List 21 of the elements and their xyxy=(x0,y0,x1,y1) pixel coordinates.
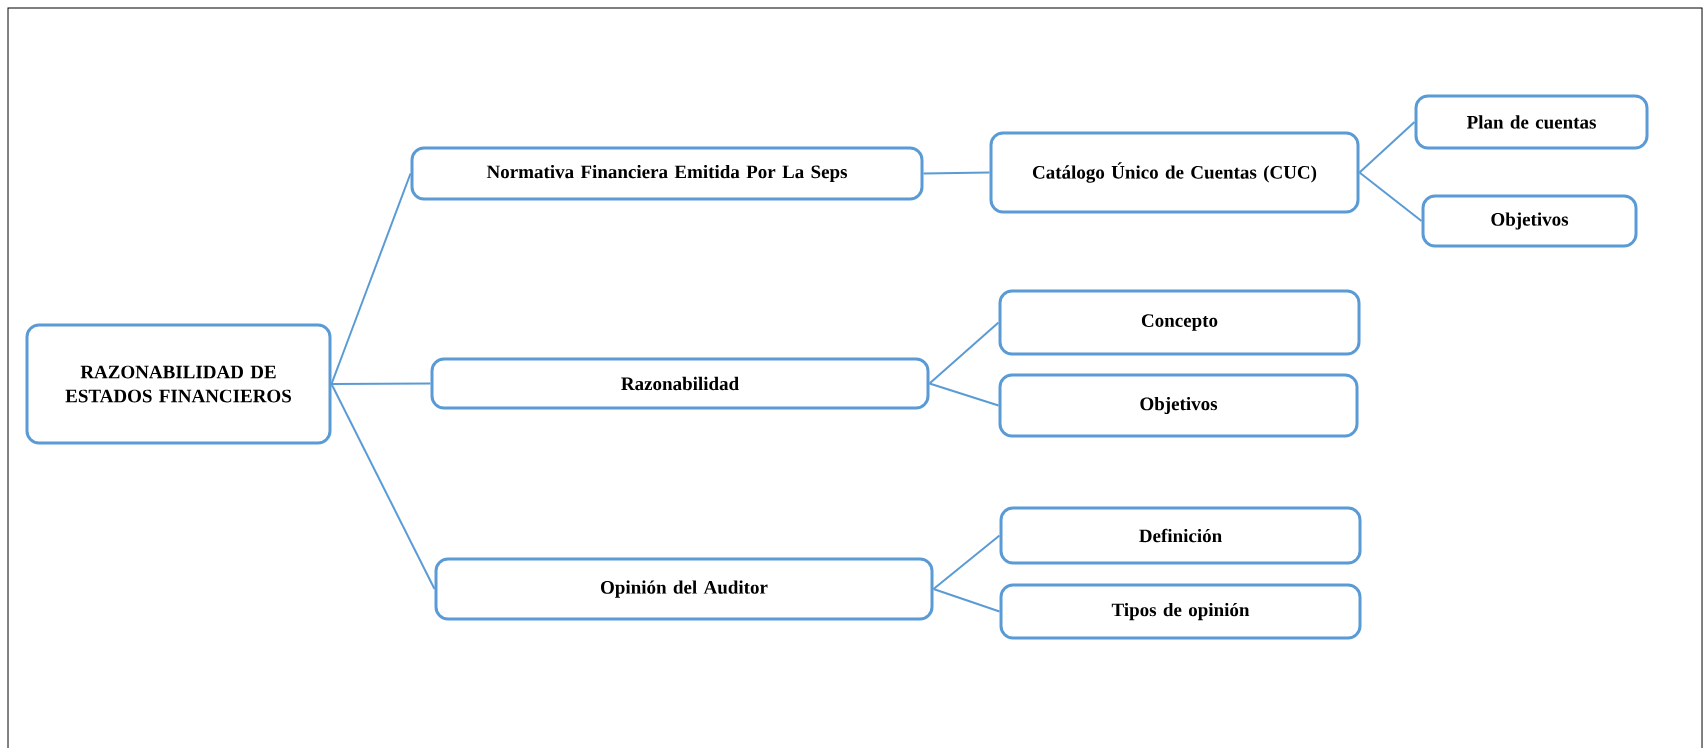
connector-line xyxy=(932,534,1001,590)
topic-box: Normativa Financiera Emitida Por La Seps xyxy=(410,146,924,201)
connector-line xyxy=(1358,171,1423,222)
topic-box: Razonabilidad xyxy=(430,357,930,410)
topic-box: Plan de cuentas xyxy=(1414,94,1649,150)
topic-box: Catálogo Único de Cuentas (CUC) xyxy=(989,131,1360,214)
topic-box: Opinión del Auditor xyxy=(434,557,934,621)
topic-box: Objetivos xyxy=(998,373,1359,438)
connector-line xyxy=(928,382,1000,407)
connector-line xyxy=(1358,121,1416,174)
connector-line xyxy=(922,171,991,175)
topic-box: RAZONABILIDAD DE ESTADOS FINANCIEROS xyxy=(25,323,332,445)
connector-line xyxy=(932,588,1001,613)
topic-box: Tipos de opinión xyxy=(999,583,1362,640)
topic-box: Definición xyxy=(999,506,1362,565)
connector-line xyxy=(330,172,412,385)
connector-line xyxy=(330,382,432,385)
connector-line xyxy=(330,383,436,590)
topic-box: Concepto xyxy=(998,289,1361,356)
connector-line xyxy=(928,321,1000,385)
topic-box: Objetivos xyxy=(1421,194,1638,248)
